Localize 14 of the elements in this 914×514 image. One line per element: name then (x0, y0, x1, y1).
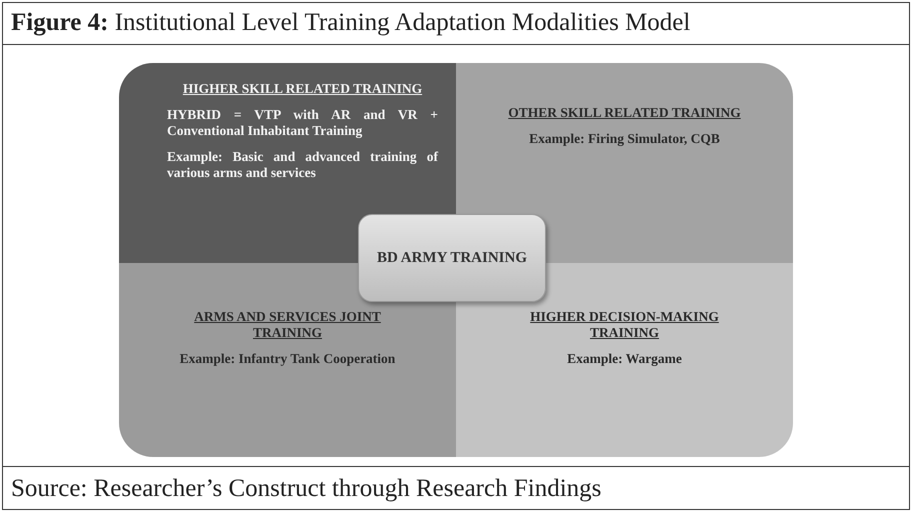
quadrant-panel (119, 263, 456, 457)
quadrant-text: Example: Wargame (566, 351, 683, 367)
quadrant-text: Example: Infantry Tank Cooperation (178, 351, 396, 367)
figure-title: Figure 4: Institutional Level Training Adaptation Modalities Model (11, 9, 690, 37)
source-caption: Source: Researcher’s Construct through Research Findings (11, 475, 602, 503)
quadrant-heading: HIGHER DECISION-MAKING TRAINING (529, 309, 720, 341)
quadrant-heading: ARMS AND SERVICES JOINT TRAINING (193, 309, 382, 341)
quadrant-text: Example: Basic and advanced training of various arms and services (167, 149, 438, 181)
quadrant-text: HYBRID = VTP with AR and VR + Conventional Inhabitant Training (167, 107, 438, 139)
quadrant-heading: OTHER SKILL RELATED TRAINING (507, 105, 742, 121)
quadrant-text: Example: Firing Simulator, CQB (528, 131, 721, 147)
quadrant-heading: HIGHER SKILL RELATED TRAINING (182, 81, 424, 97)
center-box: BD ARMY TRAINING (358, 214, 546, 302)
quadrant-panel (456, 263, 793, 457)
